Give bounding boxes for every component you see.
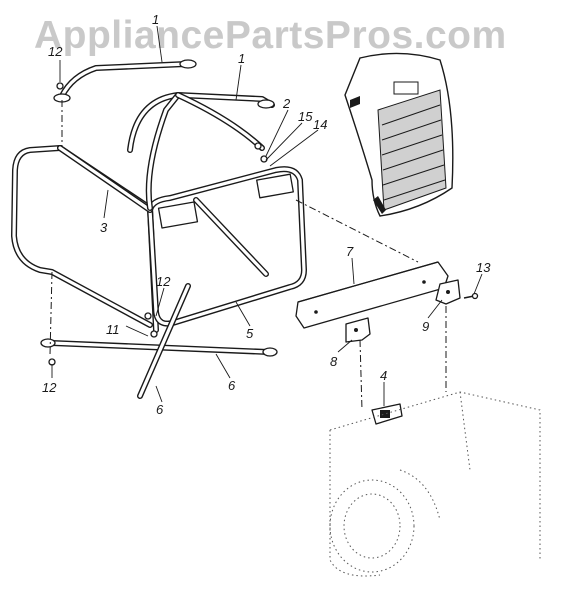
bracket-part-8 xyxy=(345,317,371,343)
callout-8: 8 xyxy=(330,354,338,369)
callout-13: 13 xyxy=(476,260,491,275)
bracket-part-9 xyxy=(435,279,461,305)
callout-6-right: 6 xyxy=(228,378,236,393)
callout-6-lower: 6 xyxy=(156,402,164,417)
fasteners xyxy=(48,82,158,366)
callout-1-upper: 1 xyxy=(152,12,159,27)
callout-15: 15 xyxy=(298,109,313,124)
callout-12-bottom: 12 xyxy=(42,380,57,395)
assembly-lines xyxy=(49,100,447,411)
callout-7: 7 xyxy=(346,244,354,259)
callout-5: 5 xyxy=(246,326,254,341)
top-bar-part-1 xyxy=(53,59,275,109)
frame-brackets xyxy=(157,142,294,229)
top-arch-part-1 xyxy=(127,92,275,211)
watermark-text: AppliancePartsPros.com xyxy=(34,14,507,57)
callout-12-top: 12 xyxy=(48,44,63,59)
leader-lines xyxy=(51,25,483,406)
callout-1-arch: 1 xyxy=(238,51,245,66)
support-struts-part-6 xyxy=(40,283,278,399)
tractor-rear-outline xyxy=(329,391,541,577)
callout-2: 2 xyxy=(282,96,291,111)
callout-14: 14 xyxy=(313,117,327,132)
callout-4: 4 xyxy=(380,368,387,383)
frame-rear-part-3 xyxy=(11,145,159,333)
callout-11: 11 xyxy=(106,322,120,337)
latch-part-4 xyxy=(371,403,403,425)
frame-front-part-5 xyxy=(57,145,307,327)
callout-9: 9 xyxy=(422,319,429,334)
callout-12-middle: 12 xyxy=(156,274,171,289)
grass-bag xyxy=(344,52,454,217)
callout-3: 3 xyxy=(100,220,108,235)
bolt-part-13 xyxy=(463,292,479,300)
